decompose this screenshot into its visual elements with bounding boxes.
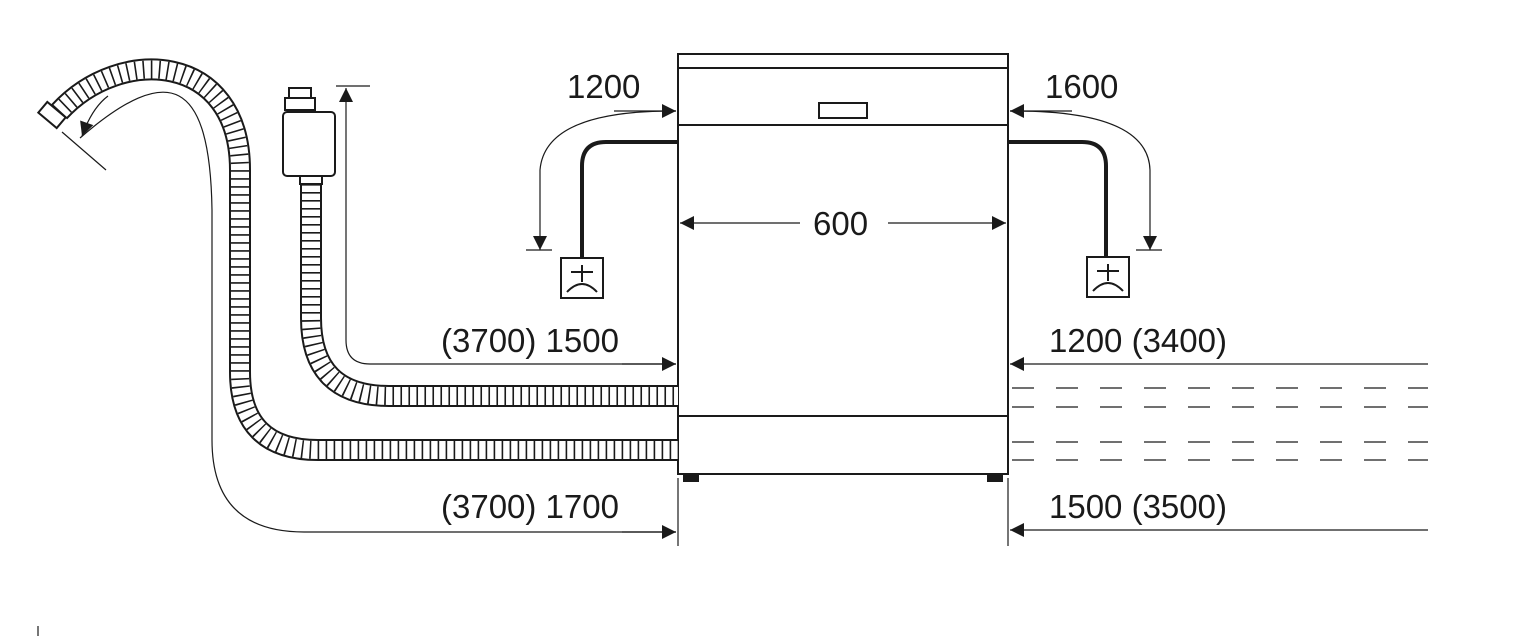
- earthed-socket-icon: [560, 257, 604, 299]
- inlet-left-label: (3700) 1500: [441, 322, 619, 359]
- foot-right: [987, 473, 1003, 482]
- power-left-label: 1200: [567, 68, 640, 105]
- left-dimensions: [79, 85, 679, 546]
- foot-left: [683, 473, 699, 482]
- earthed-socket-icon: [1086, 256, 1130, 298]
- inlet-hose-assembly: [282, 87, 678, 407]
- dishwasher: [677, 53, 1009, 482]
- socket-left: [560, 257, 604, 299]
- inlet-right-label: 1200 (3400): [1049, 322, 1227, 359]
- right-dimensions: [1007, 357, 1428, 546]
- power-dimensions: [526, 104, 1162, 251]
- right-hose-dashes: [1012, 387, 1428, 461]
- drain-hose-end: [36, 100, 68, 130]
- width-label: 600: [813, 205, 868, 242]
- drain-hose-assembly: [36, 58, 678, 461]
- socket-right: [1086, 256, 1130, 298]
- power-right-reach-arrow: [1009, 110, 1157, 250]
- power-cables: [580, 140, 1108, 258]
- dishwasher-outline: [677, 53, 1009, 475]
- power-cable-left: [580, 140, 678, 258]
- drain-right-label: 1500 (3500): [1049, 488, 1227, 525]
- door-handle: [818, 102, 868, 119]
- inlet-left-reach-arrow: [339, 88, 676, 365]
- water-tap-connector-icon: [282, 87, 336, 185]
- power-right-label: 1600: [1045, 68, 1118, 105]
- power-cable-right: [1008, 140, 1108, 258]
- drain-left-label: (3700) 1700: [441, 488, 619, 525]
- drain-left-reach-arrow: [79, 91, 676, 533]
- power-left-reach-arrow: [533, 110, 677, 250]
